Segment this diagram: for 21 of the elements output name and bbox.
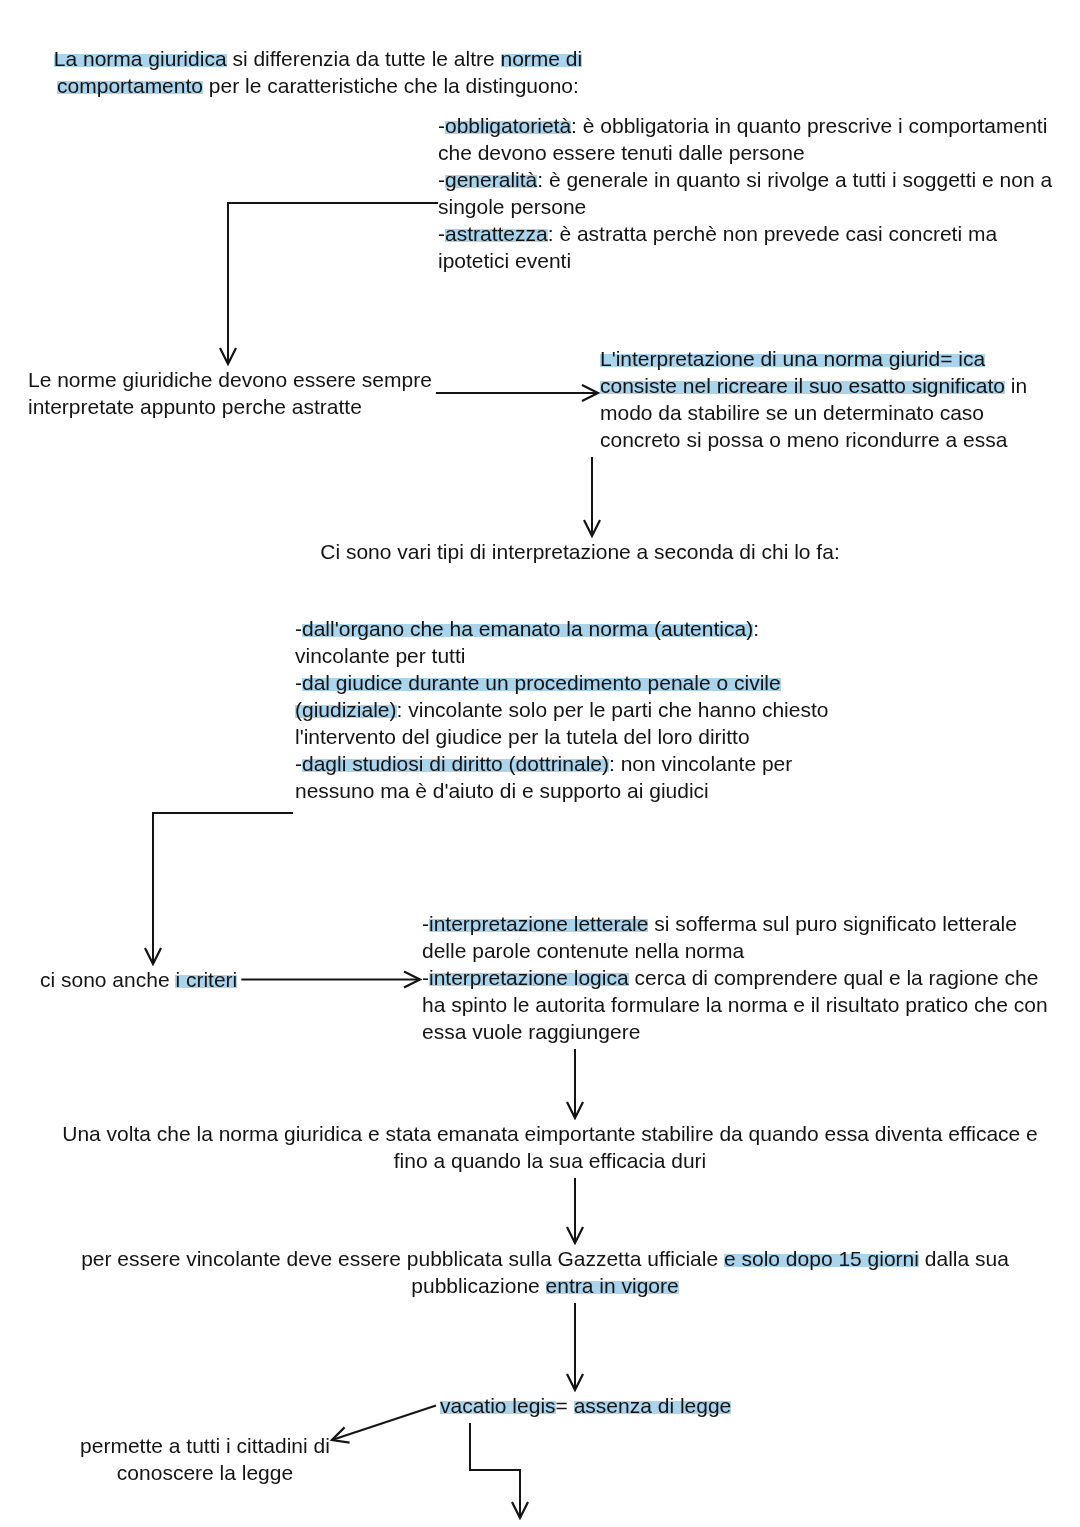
note-text: Ci sono vari tipi di interpretazione a seconda di chi lo fa: <box>319 539 841 565</box>
arrow <box>565 1177 585 1245</box>
note-text: per essere vincolante deve essere pubblicata sulla Gazzetta ufficiale e solo dopo 15 giorni dalla sua pubblicazione entra in vigore <box>80 1246 1010 1299</box>
note-text: -astrattezza: è astratta perchè non prevede casi concreti ma ipotetici eventi <box>438 221 999 274</box>
arrow <box>565 1302 585 1392</box>
note-text: permette a tutti i cittadini di conoscere la legge <box>79 1433 331 1486</box>
arrow <box>582 456 602 538</box>
arrow <box>434 383 600 403</box>
arrow <box>330 1404 437 1444</box>
arrow <box>469 1422 530 1520</box>
arrow <box>565 1048 585 1120</box>
arrow <box>143 812 294 966</box>
note-text: vacatio legis= assenza di legge <box>440 1393 733 1419</box>
note-text: -interpretazione logica cerca di comprendere qual e la ragione che ha spinto le autorita formulare la norma e il risultato pratico che con essa vuole raggiungere <box>422 965 1049 1045</box>
note-text: Le norme giuridiche devono essere sempre interpretate appunto perche astratte <box>28 367 433 420</box>
note-text: ci sono anche i criteri <box>40 967 239 993</box>
arrow <box>240 970 422 989</box>
note-text: Una volta che la norma giuridica e stata emanata eimportante stabilire da quando essa diventa efficace e fino a quando la sua efficacia duri <box>61 1121 1039 1174</box>
note-text: -dagli studiosi di diritto (dottrinale): non vincolante per nessuno ma è d'aiuto di e supporto ai giudici <box>295 751 794 804</box>
arrow <box>218 202 439 366</box>
note-text: L'interpretazione di una norma giurid= ica consiste nel ricreare il suo esatto significato in modo da stabilire se un determinato caso concreto si possa o meno ricondurre a essa <box>600 346 1029 453</box>
